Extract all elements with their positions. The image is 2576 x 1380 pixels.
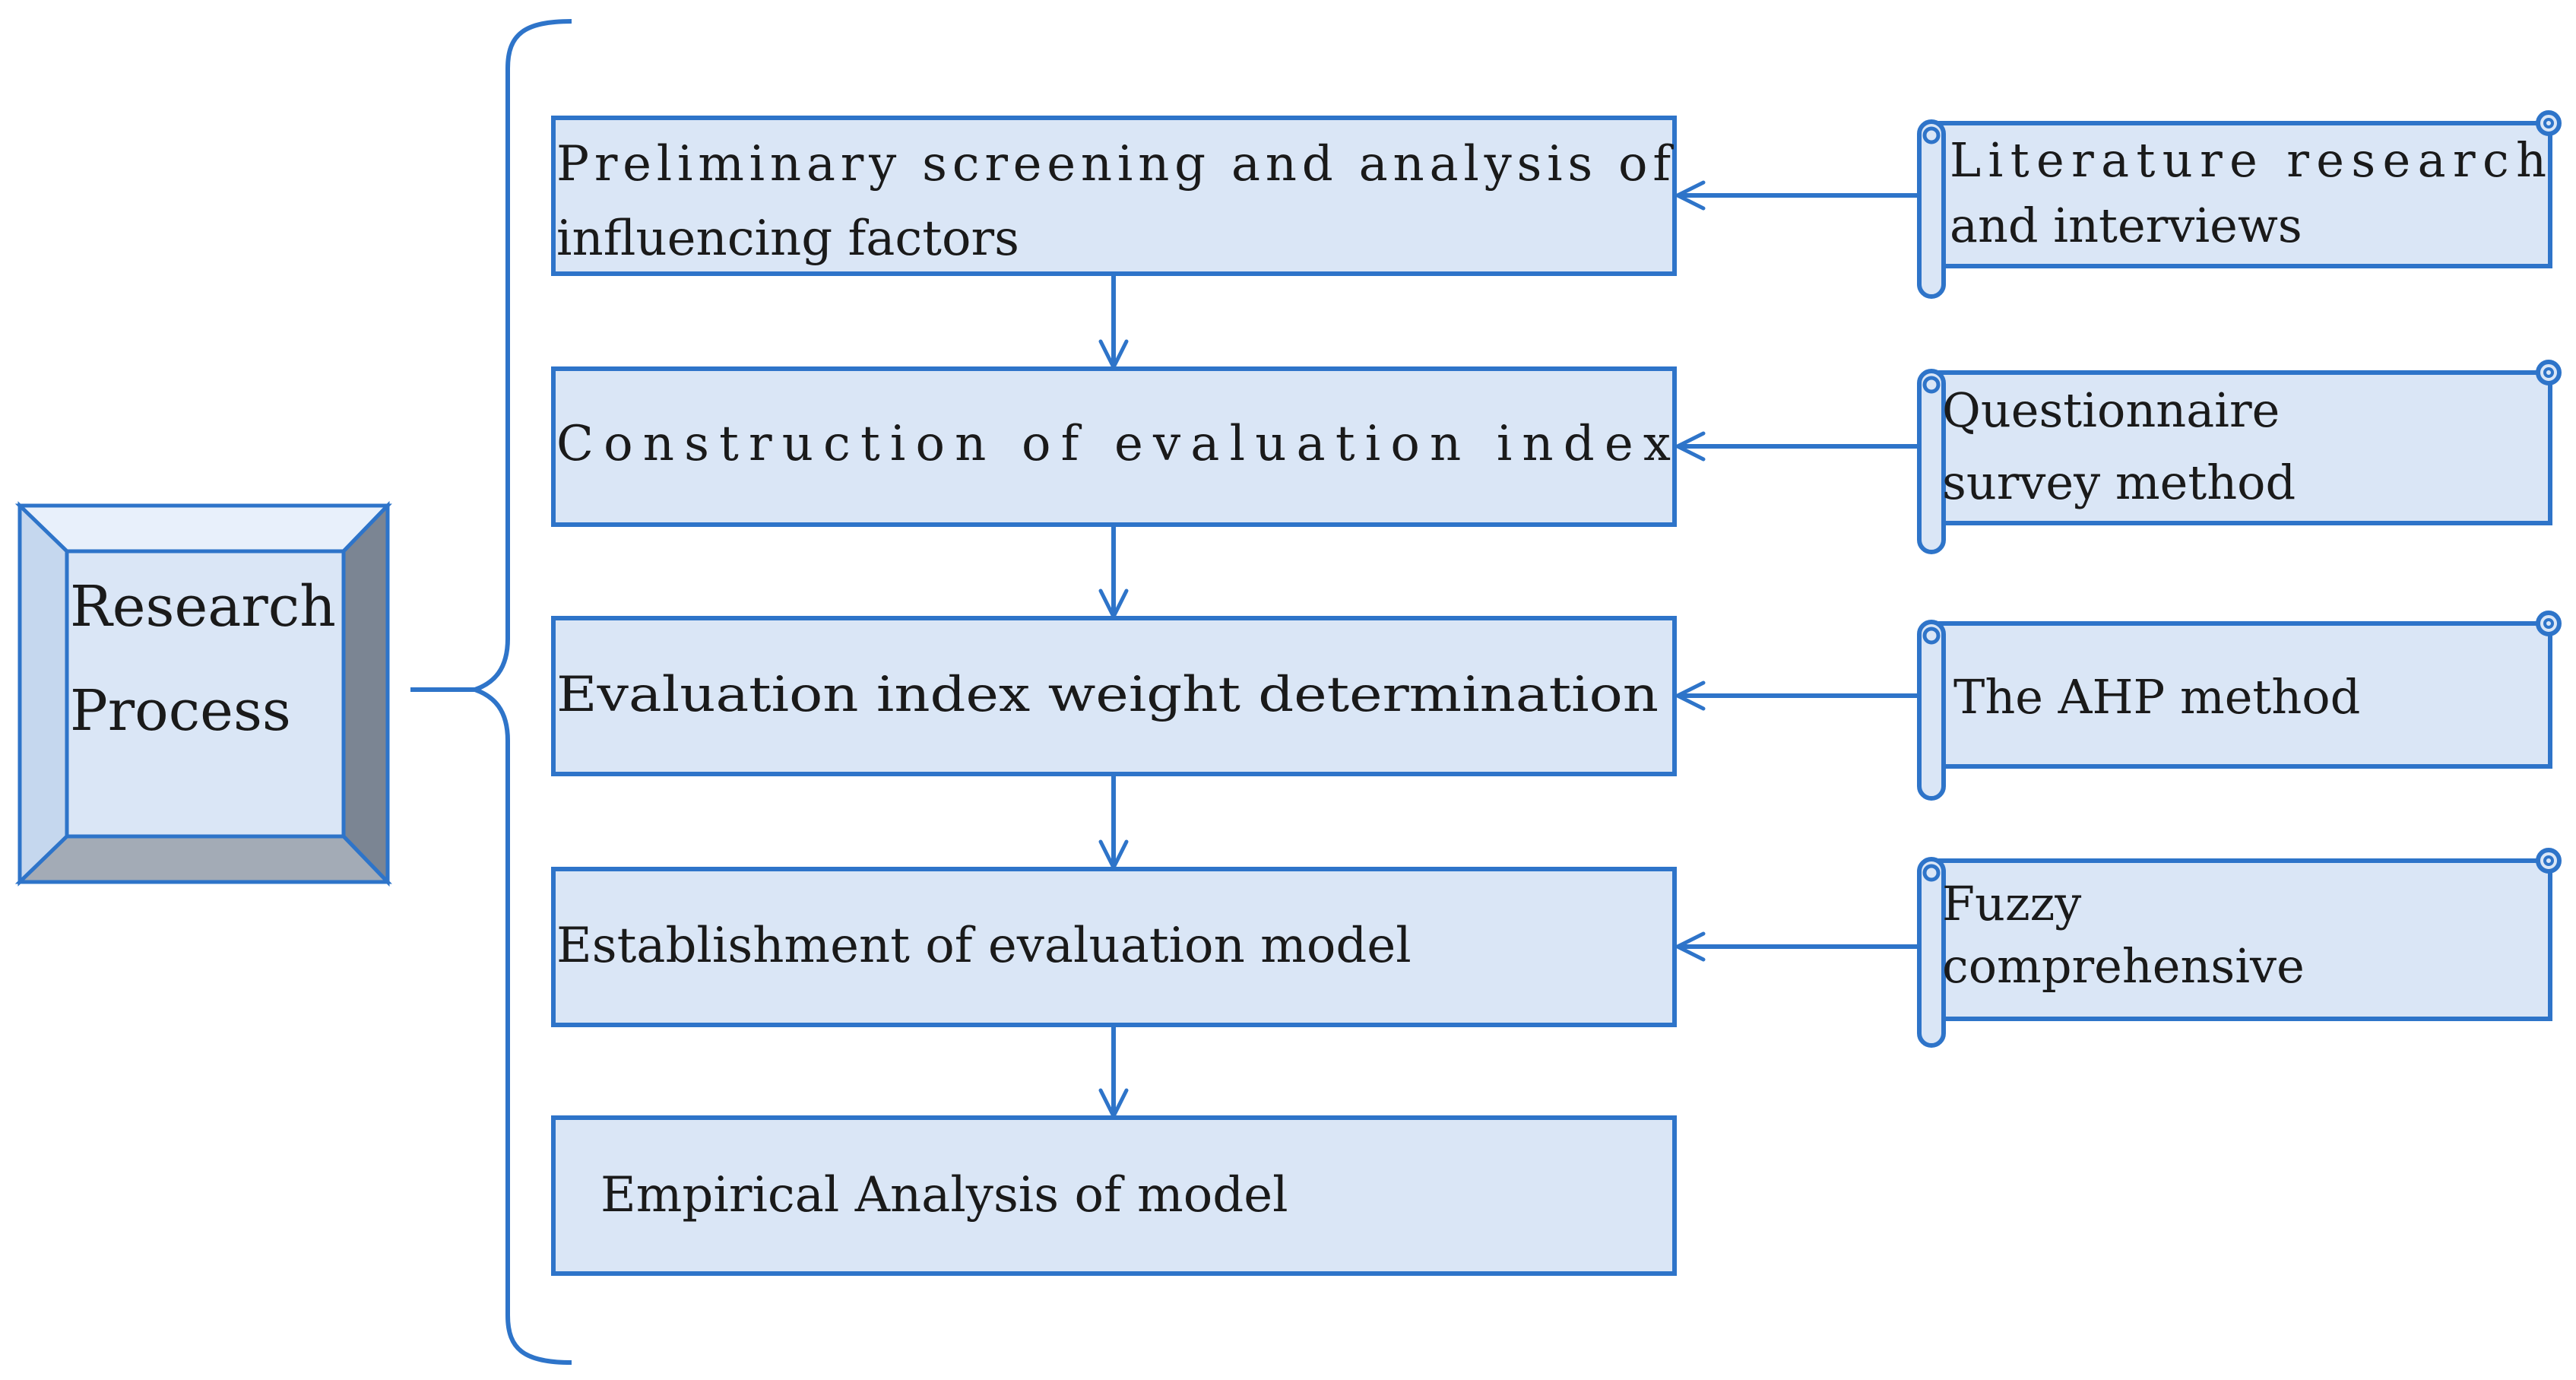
scroll-left-curl — [1922, 627, 1941, 645]
scroll-left-roll — [1917, 857, 1946, 1048]
bevel-top — [14, 503, 392, 554]
method-label: Fuzzy comprehensive — [1942, 876, 2305, 994]
scroll-left-roll — [1917, 119, 1946, 299]
research-process-box: Research Process — [14, 500, 392, 887]
scroll-right-curl-inner — [2543, 618, 2554, 629]
scroll-left-curl — [1922, 864, 1941, 882]
scroll-right-curl-inner — [2543, 367, 2554, 378]
bevel-left — [17, 501, 69, 887]
step-box — [551, 867, 1677, 1027]
step-label: Evaluation index weight determination — [556, 667, 1659, 723]
bevel-right — [341, 500, 390, 887]
method-scroll-2: Questionnaire survey method — [1917, 360, 2562, 554]
research-process-face — [65, 549, 346, 839]
scroll-left-curl — [1922, 376, 1941, 394]
scroll-left-roll — [1917, 369, 1946, 554]
scroll-right-curl — [2536, 110, 2562, 136]
step-box — [551, 616, 1677, 776]
step-1: Preliminary screening and analysis of in… — [551, 116, 1677, 276]
scroll-right-curl — [2536, 848, 2562, 874]
scroll-right-curl-inner — [2543, 855, 2554, 866]
scroll-left-roll — [1917, 620, 1946, 801]
scroll-right-curl-inner — [2543, 118, 2554, 128]
step-2: Construction of evaluation index — [551, 366, 1677, 527]
method-label: Questionnaire survey method — [1942, 382, 2296, 510]
step-box — [551, 1115, 1677, 1276]
method-label: The AHP method — [1953, 669, 2360, 725]
method-scroll-3: The AHP method — [1917, 611, 2562, 801]
scroll-left-curl — [1922, 126, 1941, 144]
step-box — [551, 366, 1677, 527]
bevel-bottom — [14, 834, 392, 884]
curly-brace — [468, 19, 572, 1365]
method-scroll-1: Literature research and interviews — [1917, 110, 2562, 299]
step-label: Establishment of evaluation model — [556, 918, 1412, 974]
step-label: Empirical Analysis of model — [600, 1167, 1288, 1223]
method-scroll-4: Fuzzy comprehensive — [1917, 848, 2562, 1048]
scroll-right-curl — [2536, 360, 2562, 385]
step-4: Establishment of evaluation model — [551, 867, 1677, 1027]
step-5: Empirical Analysis of model — [551, 1115, 1677, 1276]
scroll-right-curl — [2536, 611, 2562, 636]
step-label: Construction of evaluation index — [556, 416, 1671, 472]
step-3: Evaluation index weight determination — [551, 616, 1677, 776]
research-process-label: Research Process — [70, 574, 353, 744]
